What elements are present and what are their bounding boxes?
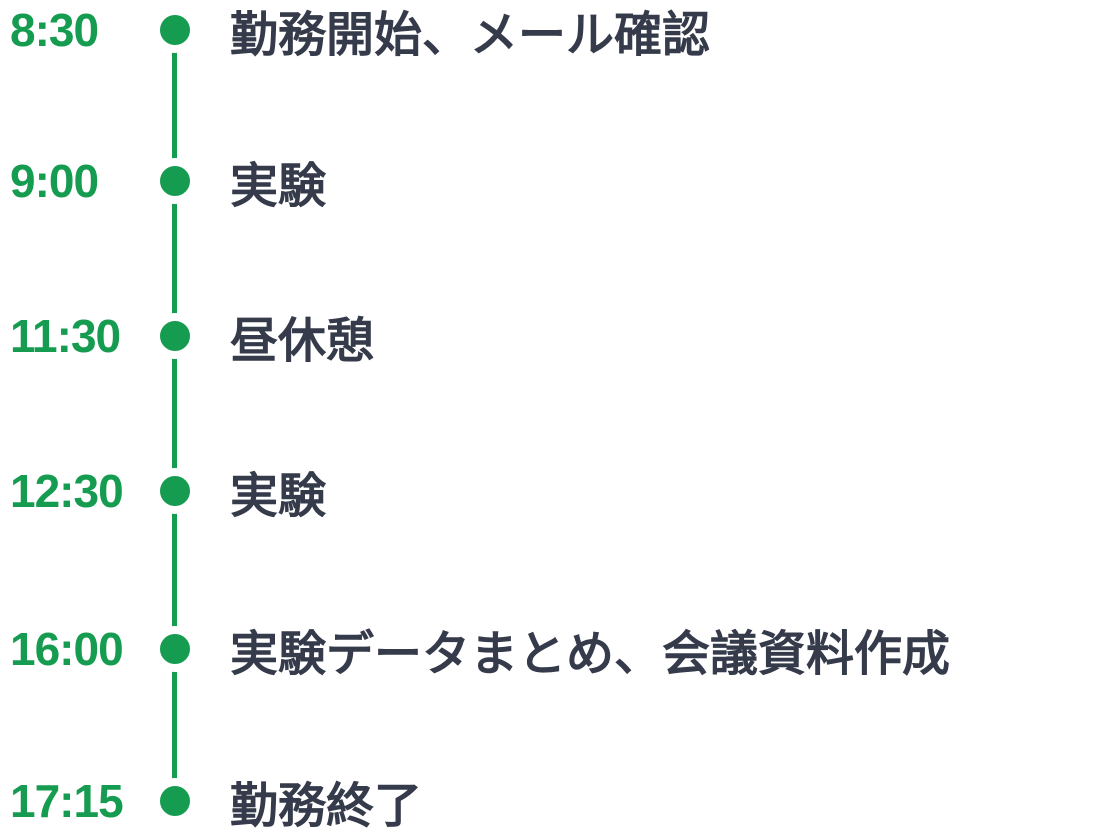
time-label: 17:15	[10, 775, 124, 827]
timeline-row: 12:30 実験	[0, 465, 1120, 523]
timeline-dot-icon	[152, 778, 198, 824]
timeline-dot-icon	[152, 313, 198, 359]
event-label: 実験	[230, 160, 327, 213]
timeline-row: 8:30 勤務開始、メール確認	[0, 4, 1120, 62]
timeline-dot-icon	[152, 158, 198, 204]
timeline-line	[172, 30, 177, 801]
event-label: 勤務開始、メール確認	[230, 9, 711, 62]
timeline-dot-icon	[152, 468, 198, 514]
timeline-row: 11:30 昼休憩	[0, 310, 1120, 368]
timeline-dot-icon	[152, 7, 198, 53]
time-label: 16:00	[10, 623, 124, 675]
event-label: 実験データまとめ、会議資料作成	[230, 628, 951, 681]
event-label: 昼休憩	[230, 315, 375, 368]
time-label: 8:30	[10, 4, 99, 56]
timeline-dot-icon	[152, 626, 198, 672]
time-label: 12:30	[10, 465, 124, 517]
time-label: 9:00	[10, 155, 99, 207]
time-label: 11:30	[10, 310, 121, 362]
timeline-row: 16:00 実験データまとめ、会議資料作成	[0, 623, 1120, 681]
timeline-row: 9:00 実験	[0, 155, 1120, 213]
event-label: 勤務終了	[230, 780, 423, 833]
event-label: 実験	[230, 470, 327, 523]
timeline-row: 17:15 勤務終了	[0, 775, 1120, 833]
